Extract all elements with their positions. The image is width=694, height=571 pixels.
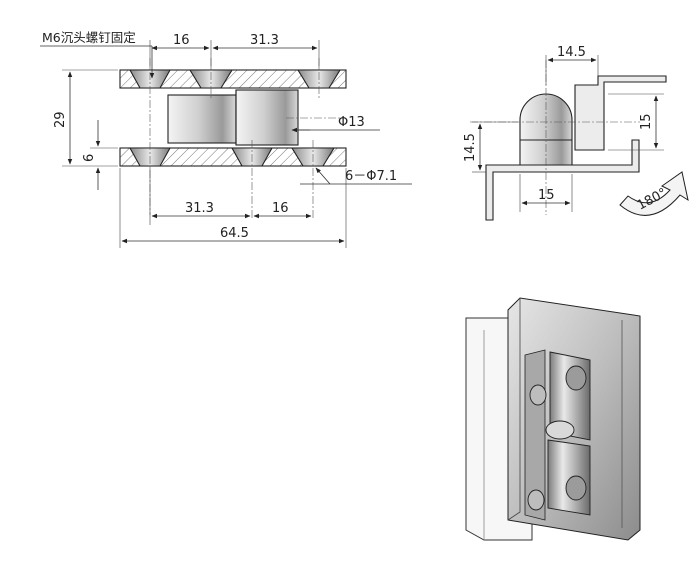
dim-right-height: 15 — [639, 113, 654, 130]
top-plate — [119, 69, 347, 89]
dim-bottom-span: 31.3 — [185, 201, 214, 216]
screw-hole-3 — [565, 475, 587, 501]
dim-bottom-width: 15 — [538, 188, 555, 203]
screw-hole-2 — [529, 384, 547, 406]
dim-bottom-pitch: 16 — [272, 201, 289, 216]
rotation-arrow-icon — [619, 171, 689, 216]
screw-hole-4 — [527, 489, 545, 511]
left-leaf — [485, 139, 640, 221]
knuckle-lower — [547, 439, 591, 516]
front-section-view: M6沉头螺钉固定 16 31.3 29 6 Φ13 6－Φ7.1 31.3 — [40, 30, 412, 248]
isometric-view — [465, 297, 641, 541]
dim-plate: 6 — [82, 154, 97, 162]
knuckle-left — [167, 94, 237, 144]
dim-overall: 64.5 — [220, 226, 249, 241]
dim-top-width: 14.5 — [557, 45, 586, 60]
knuckle-right — [235, 89, 299, 146]
dim-holes: 6－Φ7.1 — [345, 169, 397, 184]
dim-top-span: 31.3 — [250, 33, 279, 48]
screw-hole-1 — [565, 365, 587, 391]
dim-left-height: 14.5 — [463, 133, 478, 162]
dim-height: 29 — [53, 111, 68, 128]
dim-pin-dia: Φ13 — [338, 115, 365, 130]
screw-note: M6沉头螺钉固定 — [42, 30, 136, 45]
right-leaf — [574, 75, 667, 151]
side-view: 14.5 15 14.5 15 180° — [463, 45, 689, 221]
dim-top-pitch: 16 — [173, 33, 190, 48]
barrel — [519, 93, 573, 166]
pin-top — [545, 420, 575, 440]
